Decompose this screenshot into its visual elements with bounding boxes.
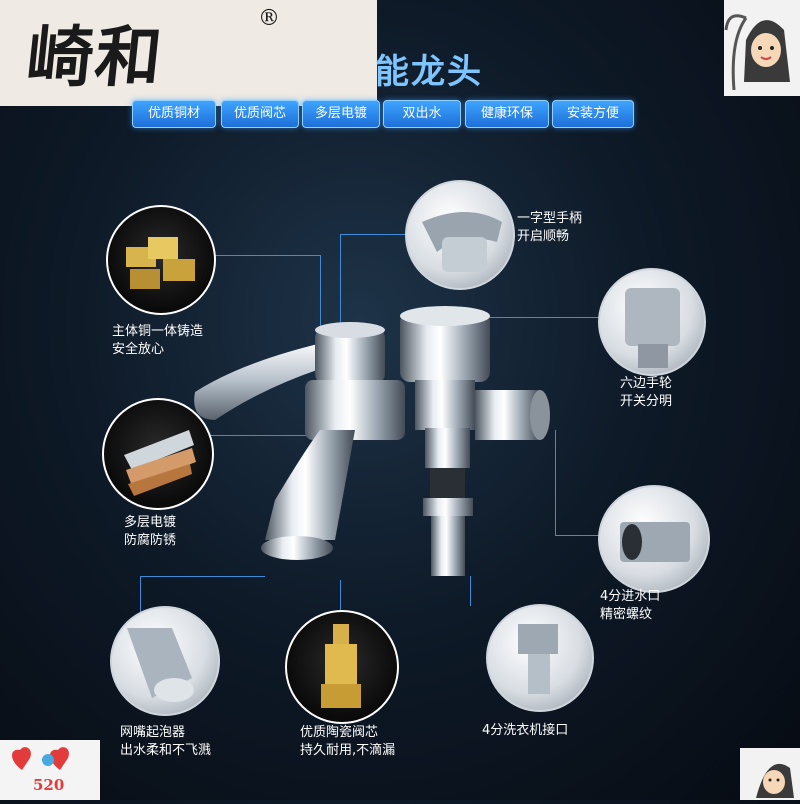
badge-520: 520 bbox=[0, 740, 100, 800]
hex-wheel-circle bbox=[598, 268, 706, 376]
inlet-caption: 4分进水口精密螺纹 bbox=[600, 589, 661, 622]
feature-pill-dual-outlet: 双出水 bbox=[383, 100, 461, 128]
plating-layers-circle bbox=[102, 398, 214, 510]
plating-caption: 多层电镀防腐防锈 bbox=[124, 515, 177, 548]
brass-body-circle bbox=[106, 205, 216, 315]
feature-pill-plating: 多层电镀 bbox=[302, 100, 380, 128]
reaper-avatar-small-icon bbox=[740, 748, 800, 800]
aerator-caption: 网嘴起泡器出水柔和不飞溅 bbox=[120, 725, 212, 758]
hearts-icon bbox=[12, 747, 69, 770]
handle-detail-circle bbox=[405, 180, 515, 290]
washer-connector-circle bbox=[486, 604, 594, 712]
faucet-illustration bbox=[185, 300, 555, 600]
brand-name: 崎和 bbox=[23, 18, 168, 96]
aerator-circle bbox=[110, 606, 220, 716]
brass-body-caption: 主体铜一体铸造安全放心 bbox=[112, 324, 204, 357]
feature-pill-copper: 优质铜材 bbox=[132, 100, 216, 128]
feature-pill-valve: 优质阀芯 bbox=[221, 100, 299, 128]
hex-wheel-caption: 六边手轮开关分明 bbox=[620, 376, 673, 409]
washer-connector-caption: 4分洗衣机接口 bbox=[482, 723, 569, 738]
feature-pill-install: 安装方便 bbox=[552, 100, 634, 128]
cartridge-caption: 优质陶瓷阀芯持久耐用,不滴漏 bbox=[300, 725, 396, 758]
badge-number: 520 bbox=[33, 776, 65, 794]
reaper-avatar-icon bbox=[724, 0, 800, 96]
page-title: 能龙头 bbox=[375, 52, 483, 92]
ceramic-cartridge-circle bbox=[285, 610, 399, 724]
registered-mark: ® bbox=[258, 6, 280, 31]
inlet-thread-circle bbox=[598, 485, 710, 593]
handle-caption: 一字型手柄开启顺畅 bbox=[517, 211, 583, 244]
feature-pill-eco: 健康环保 bbox=[465, 100, 549, 128]
brand-logo: 崎和 ® bbox=[0, 0, 377, 106]
